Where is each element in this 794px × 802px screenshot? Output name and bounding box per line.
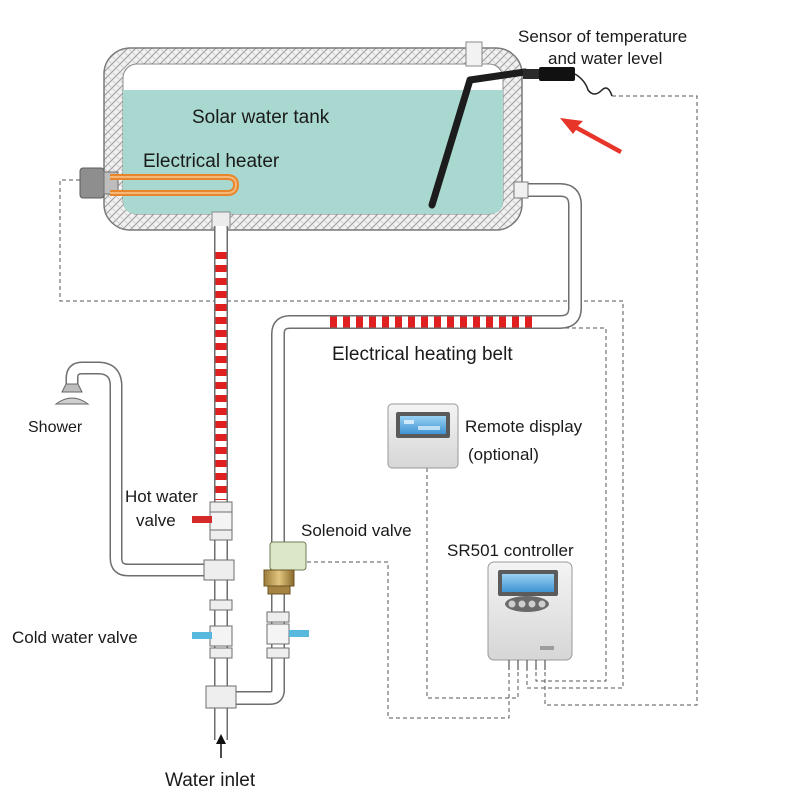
tank-label: Solar water tank xyxy=(192,107,330,128)
sensor-wire xyxy=(544,95,698,706)
remote-display-label-line1: Remote display xyxy=(465,417,583,436)
remote-display-device xyxy=(387,403,459,469)
hot-valve-handle xyxy=(192,516,212,523)
sensor-label-line1: Sensor of temperature xyxy=(518,27,687,46)
solar-water-tank xyxy=(103,41,523,231)
solenoid-wire xyxy=(300,561,510,719)
heater-wire xyxy=(59,179,624,689)
tank-top-vent xyxy=(465,41,483,67)
cold-valve-handle xyxy=(192,632,212,639)
pointer-arrow-icon xyxy=(560,118,622,154)
outlet-fitting xyxy=(513,181,529,199)
signal-wires xyxy=(59,95,698,719)
heater-label: Electrical heater xyxy=(143,151,280,172)
cold-valve-label: Cold water valve xyxy=(12,628,138,647)
bypass-valve xyxy=(266,623,309,645)
belt-wire xyxy=(530,327,607,682)
heating-belt-label: Electrical heating belt xyxy=(332,344,513,365)
shower-head-icon xyxy=(54,383,90,405)
cold-water-valve xyxy=(192,625,233,647)
water-inlet-arrow-icon xyxy=(216,734,226,758)
solenoid-valve xyxy=(263,541,307,595)
sensor-label-line2: and water level xyxy=(548,49,662,68)
electrical-heater xyxy=(79,167,240,199)
tank-bottom-port xyxy=(211,211,231,229)
solenoid-label: Solenoid valve xyxy=(301,521,412,540)
remote-wire xyxy=(426,468,519,699)
water-body xyxy=(123,90,503,214)
pipe-fittings xyxy=(203,501,290,709)
hot-valve-label-line1: Hot water xyxy=(125,487,198,506)
remote-display-label-line2: (optional) xyxy=(468,445,539,464)
shower-label: Shower xyxy=(28,419,83,436)
water-inlet-label: Water inlet xyxy=(165,770,256,791)
sensor-probe xyxy=(428,67,613,209)
hot-valve-label-line2: valve xyxy=(136,511,176,530)
sr501-controller-device xyxy=(487,561,573,670)
controller-label: SR501 controller xyxy=(447,541,574,560)
hot-water-valve xyxy=(192,511,233,531)
